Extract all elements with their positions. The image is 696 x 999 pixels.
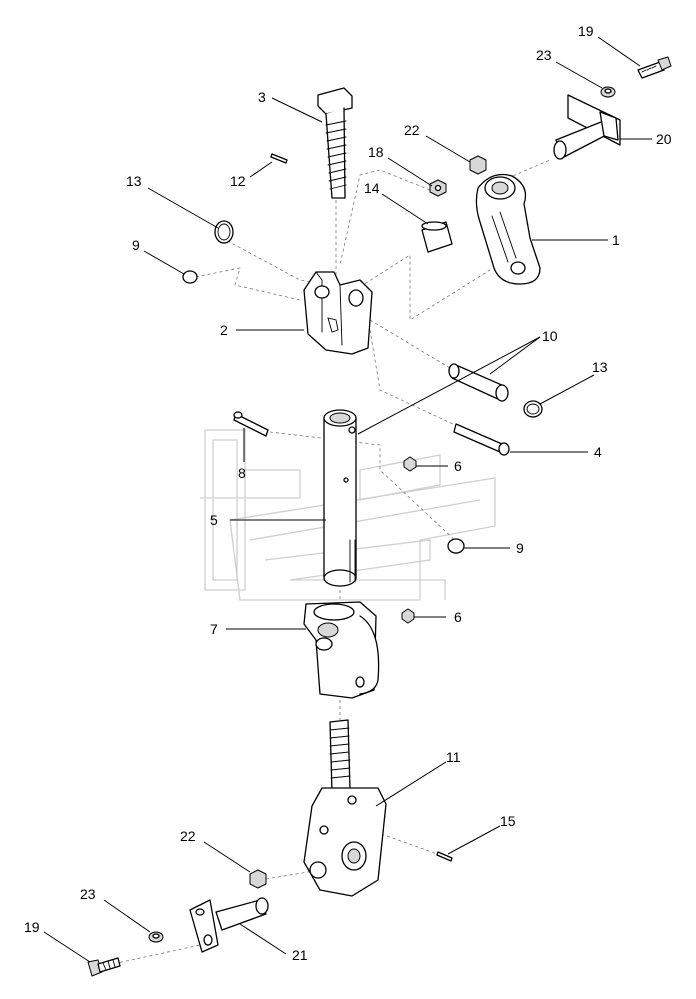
ring-9-right [447, 538, 465, 554]
pin-12 [270, 153, 288, 164]
callout-19-bottom: 19 [24, 919, 40, 935]
pin-8 [233, 411, 269, 437]
callout-20: 20 [656, 131, 672, 147]
callout-4: 4 [594, 444, 602, 460]
lever-arm-1 [475, 173, 541, 285]
watermark-logo [200, 429, 496, 601]
t-bolt-3 [317, 87, 353, 199]
pin-15 [436, 851, 453, 862]
callout-11: 11 [446, 749, 461, 765]
callout-23-bottom: 23 [80, 886, 96, 902]
callout-23-top: 23 [536, 47, 552, 63]
callout-6-lower: 6 [454, 609, 462, 625]
callout-9-top: 9 [132, 237, 140, 253]
snap-ring-13-top [214, 220, 234, 244]
callout-21: 21 [292, 947, 308, 963]
callout-6-upper: 6 [454, 458, 462, 474]
callout-3: 3 [258, 89, 266, 105]
leader-lines [43, 36, 652, 963]
callout-18: 18 [368, 144, 384, 160]
callout-1: 1 [612, 232, 620, 248]
nut-22-bottom [249, 869, 267, 889]
callout-14: 14 [364, 180, 380, 196]
callout-5: 5 [210, 512, 218, 528]
threaded-clevis-11 [303, 719, 387, 897]
washer-23-top [600, 86, 616, 98]
nut-18 [429, 179, 447, 197]
callout-2: 2 [220, 322, 228, 338]
callout-8: 8 [238, 465, 246, 481]
callout-19-top: 19 [578, 23, 594, 39]
callout-22-top: 22 [404, 122, 420, 138]
clevis-2 [303, 271, 373, 355]
tube-5 [323, 409, 357, 587]
bolt-19-bottom [87, 957, 121, 977]
callout-13-top: 13 [126, 173, 142, 189]
pin-plate-21 [189, 897, 269, 953]
nut-6-upper [403, 456, 417, 472]
nut-22-top [469, 155, 487, 175]
callout-13-right: 13 [592, 359, 608, 375]
callout-7: 7 [210, 621, 218, 637]
callout-22-bottom: 22 [180, 828, 196, 844]
callout-15: 15 [500, 813, 516, 829]
washer-23-bottom [148, 931, 164, 943]
bolt-19-top [637, 56, 672, 79]
bushing-14 [421, 221, 453, 253]
callout-12: 12 [230, 173, 246, 189]
callout-labels: 19 23 20 3 22 18 12 13 14 1 9 2 10 13 4 … [24, 23, 672, 963]
callout-9-right: 9 [516, 540, 524, 556]
pin-10 [448, 363, 509, 402]
callout-10: 10 [542, 328, 558, 344]
pin-4 [453, 423, 510, 456]
housing-7 [303, 601, 380, 699]
pin-plate-20 [553, 94, 621, 160]
ring-9-top [182, 270, 198, 284]
snap-ring-13-right [523, 400, 543, 418]
nut-6-lower [401, 608, 415, 624]
